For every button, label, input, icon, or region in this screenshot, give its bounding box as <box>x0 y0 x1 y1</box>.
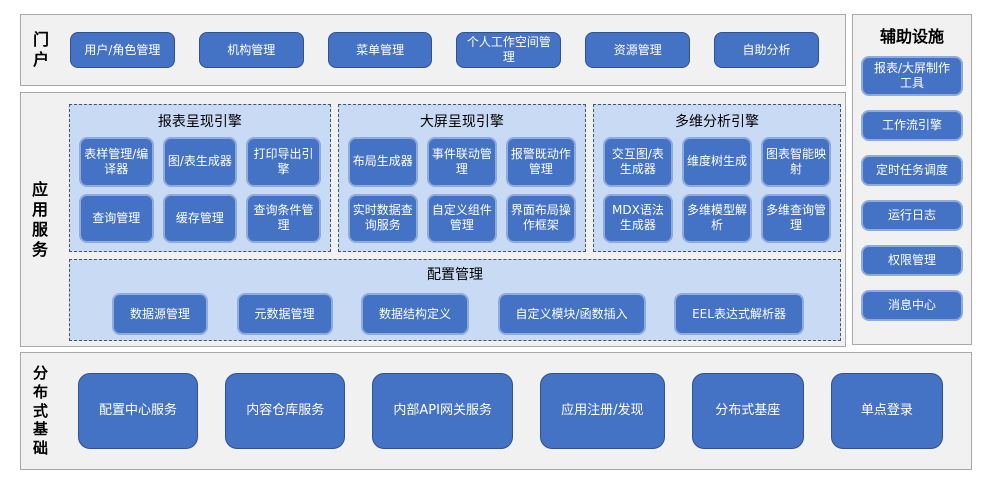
config-panel-title: 配置管理 <box>427 267 483 283</box>
auxiliary-node: 运行日志 <box>861 200 963 231</box>
engine-node: 打印导出引擎 <box>246 137 321 187</box>
engine-node: 实时数据查询服务 <box>347 193 418 243</box>
engine-node: 查询管理 <box>79 193 154 243</box>
engine-node: 报警既动作管理 <box>505 137 576 187</box>
config-node: 自定义模块/函数插入 <box>497 293 646 335</box>
engine-node: 多维查询管理 <box>760 193 831 243</box>
engine-node: 查询条件管理 <box>246 193 321 243</box>
auxiliary-section: 辅助设施 报表/大屏制作工具 工作流引擎 定时任务调度 运行日志 权限管理 消息… <box>852 14 972 345</box>
distributed-foundation-section: 分布式基础 配置中心服务 内容仓库服务 内部API网关服务 应用注册/发现 分布… <box>20 352 972 470</box>
app-services-label: 应用服务 <box>32 179 49 259</box>
engine-title: 报表呈现引擎 <box>157 114 242 130</box>
config-node: 数据结构定义 <box>361 293 470 335</box>
config-mgmt-panel: 配置管理 数据源管理 元数据管理 数据结构定义 自定义模块/函数插入 EEL表达… <box>69 259 841 341</box>
distributed-node: 单点登录 <box>830 373 943 449</box>
config-node: 数据源管理 <box>112 293 209 335</box>
portal-node: 自助分析 <box>714 32 819 68</box>
portal-node: 个人工作空间管理 <box>456 32 562 68</box>
olap-engine-panel: 多维分析引擎 交互图/表生成器 维度树生成 图表智能映射 MDX语法生成器 多维… <box>592 104 842 252</box>
report-engine-panel: 报表呈现引擎 表样管理/编译器 图/表生成器 打印导出引擎 查询管理 缓存管理 … <box>69 104 331 252</box>
engine-panels-row: 报表呈现引擎 表样管理/编译器 图/表生成器 打印导出引擎 查询管理 缓存管理 … <box>69 104 842 252</box>
engine-node: MDX语法生成器 <box>602 193 673 243</box>
distributed-node: 应用注册/发现 <box>540 373 665 449</box>
engine-node: 表样管理/编译器 <box>79 137 154 187</box>
distributed-label: 分布式基础 <box>33 364 49 458</box>
portal-node: 菜单管理 <box>327 32 433 68</box>
auxiliary-node: 消息中心 <box>861 290 963 321</box>
auxiliary-node: 定时任务调度 <box>861 155 963 186</box>
auxiliary-node: 权限管理 <box>861 245 963 276</box>
config-node: EEL表达式解析器 <box>674 293 804 335</box>
engine-node: 多维模型解析 <box>681 193 752 243</box>
distributed-node: 内容仓库服务 <box>225 373 346 449</box>
auxiliary-node: 报表/大屏制作工具 <box>861 56 963 96</box>
engine-node: 事件联动管理 <box>426 137 497 187</box>
engine-node: 自定义组件管理 <box>426 193 497 243</box>
distributed-node: 内部API网关服务 <box>372 373 513 449</box>
distributed-node: 配置中心服务 <box>78 373 199 449</box>
engine-node: 图/表生成器 <box>162 137 238 187</box>
engine-node: 缓存管理 <box>162 193 238 243</box>
portal-node: 用户/角色管理 <box>70 32 175 68</box>
bigscreen-engine-panel: 大屏呈现引擎 布局生成器 事件联动管理 报警既动作管理 实时数据查询服务 自定义… <box>337 104 586 252</box>
portal-label: 门户 <box>33 30 50 69</box>
engine-node: 界面布局操作框架 <box>505 193 576 243</box>
engine-node: 维度树生成 <box>681 137 752 187</box>
auxiliary-node: 工作流引擎 <box>861 110 963 141</box>
engine-node: 布局生成器 <box>347 137 418 187</box>
config-node: 元数据管理 <box>236 293 333 335</box>
engine-node: 交互图/表生成器 <box>602 137 673 187</box>
auxiliary-title: 辅助设施 <box>879 27 944 46</box>
engine-node: 图表智能映射 <box>760 137 831 187</box>
app-services-section: 应用服务 报表呈现引擎 表样管理/编译器 图/表生成器 打印导出引擎 查询管理 … <box>20 92 846 347</box>
portal-node: 资源管理 <box>585 32 691 68</box>
engine-title: 大屏呈现引擎 <box>419 114 504 130</box>
portal-section: 门户 用户/角色管理 机构管理 菜单管理 个人工作空间管理 资源管理 自助分析 <box>20 14 846 86</box>
engine-title: 多维分析引擎 <box>674 114 759 130</box>
distributed-node: 分布式基座 <box>691 373 804 449</box>
portal-node-row: 用户/角色管理 机构管理 菜单管理 个人工作空间管理 资源管理 自助分析 <box>52 32 845 68</box>
portal-node: 机构管理 <box>198 32 304 68</box>
